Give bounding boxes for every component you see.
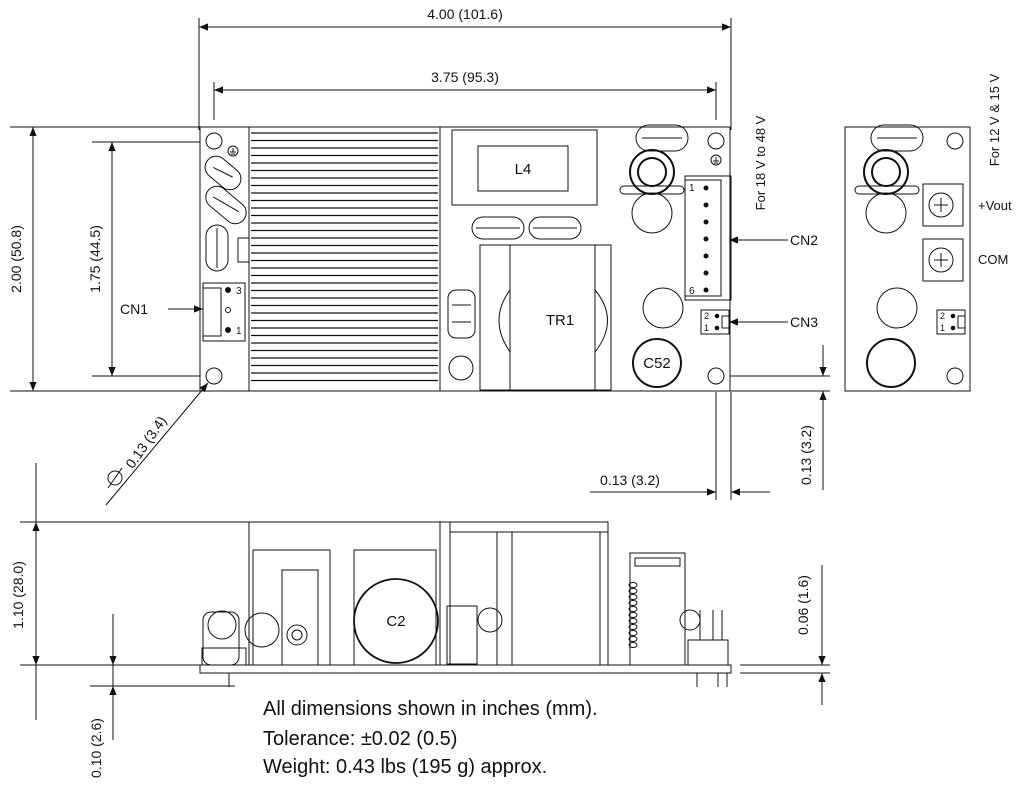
cn1-pin-bottom: 1 bbox=[236, 326, 242, 337]
note-weight: Weight: 0.43 lbs (195 g) approx. bbox=[263, 756, 548, 778]
vout-label: +Vout bbox=[978, 198, 1012, 213]
tr1-label: TR1 bbox=[546, 312, 574, 329]
c52-label: C52 bbox=[643, 355, 671, 372]
heatsink bbox=[248, 126, 441, 392]
ground-icon bbox=[710, 154, 722, 166]
pcb-top-view bbox=[199, 126, 731, 392]
dim-overall-height: 2.00 (50.8) bbox=[8, 225, 24, 293]
cn3-pin-bottom: 1 bbox=[704, 323, 709, 333]
mounting-hole bbox=[205, 367, 223, 385]
dim-pin-length: 0.10 (2.6) bbox=[88, 718, 104, 778]
com-terminal bbox=[922, 238, 964, 282]
com-label: COM bbox=[978, 252, 1008, 267]
dim-mount-spacing-x: 3.75 (95.3) bbox=[431, 69, 499, 85]
l4-inductor bbox=[451, 129, 598, 206]
alt-pin-top: 2 bbox=[940, 311, 945, 321]
dim-overall-width: 4.00 (101.6) bbox=[427, 6, 503, 22]
l4-label: L4 bbox=[515, 161, 532, 178]
fuse-holder bbox=[204, 155, 247, 225]
alt-pin-bottom: 1 bbox=[940, 323, 945, 333]
ground-icon bbox=[227, 145, 239, 157]
mounting-hole bbox=[707, 367, 725, 385]
vout-terminal bbox=[922, 183, 964, 227]
cn2-pin-bottom: 6 bbox=[689, 286, 695, 297]
dim-hole-diameter: 0.13 (3.4) bbox=[122, 413, 169, 471]
cn1-pin-top: 3 bbox=[236, 286, 242, 297]
mounting-hole bbox=[205, 132, 223, 150]
c52-capacitor bbox=[632, 338, 682, 388]
dim-mount-spacing-y: 1.75 (44.5) bbox=[87, 225, 103, 293]
variant-alt-label: For 12 V & 15 V bbox=[987, 73, 1002, 166]
cn1-label: CN1 bbox=[120, 301, 148, 317]
mounting-hole bbox=[707, 132, 725, 150]
side-profile-view bbox=[199, 521, 732, 687]
dim-hole-offset-y: 0.13 (3.2) bbox=[798, 425, 814, 485]
variant-main-label: For 18 V to 48 V bbox=[753, 115, 768, 210]
dim-standoff: 0.06 (1.6) bbox=[795, 575, 811, 635]
note-tolerance: Tolerance: ±0.02 (0.5) bbox=[263, 728, 458, 750]
dim-profile-height: 1.10 (28.0) bbox=[10, 561, 26, 629]
c2-capacitor bbox=[353, 578, 439, 664]
pcb-alt-variant bbox=[844, 126, 971, 392]
cn3-pin-top: 2 bbox=[704, 311, 709, 321]
dim-hole-offset-x: 0.13 (3.2) bbox=[600, 472, 660, 488]
tr1-transformer bbox=[479, 244, 612, 391]
c2-label: C2 bbox=[386, 613, 405, 630]
cn3-label: CN3 bbox=[790, 314, 818, 330]
cn2-label: CN2 bbox=[790, 232, 818, 248]
diameter-icon bbox=[107, 470, 123, 486]
cn2-pin-top: 1 bbox=[689, 183, 695, 194]
note-units: All dimensions shown in inches (mm). bbox=[263, 698, 598, 720]
